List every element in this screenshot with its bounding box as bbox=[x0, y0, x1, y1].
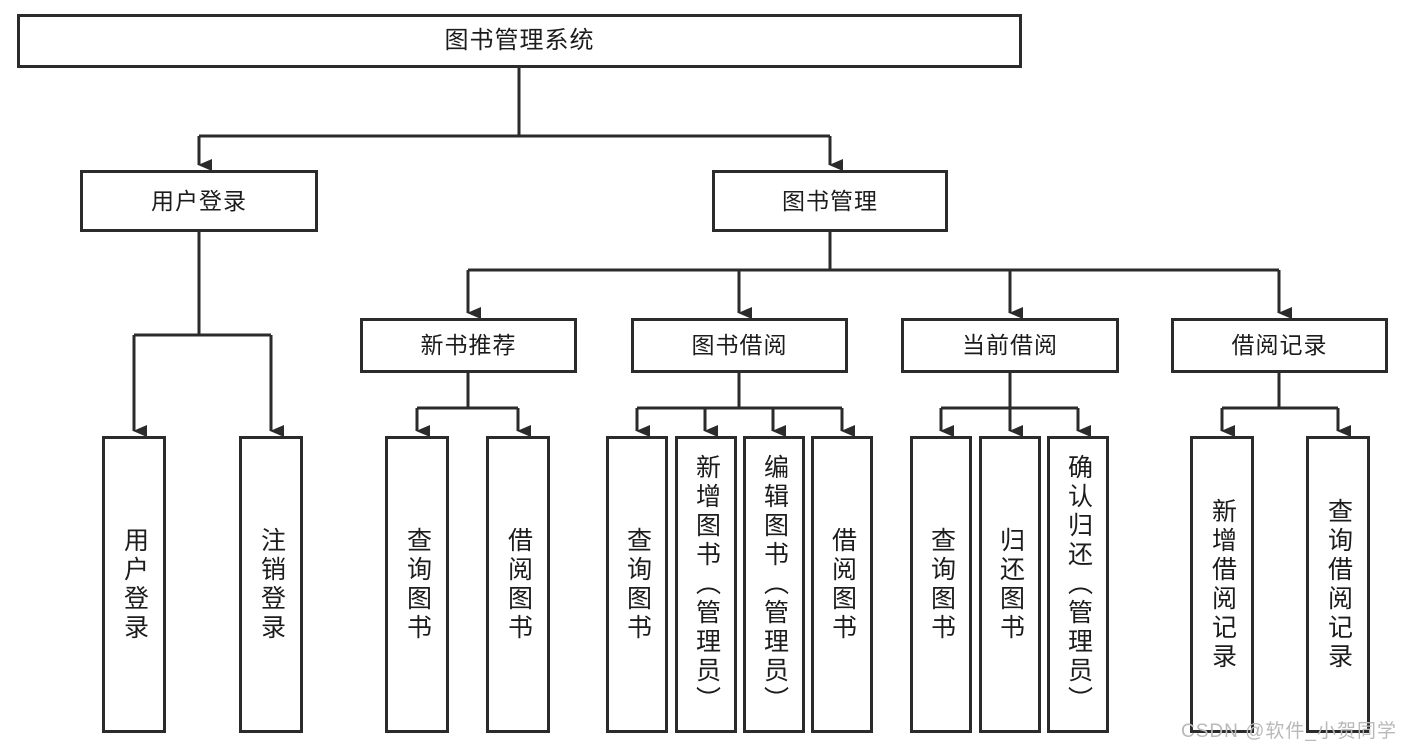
node-leaf-add-book[interactable]: 新增图书（管理员） bbox=[675, 436, 737, 733]
node-leaf-return-book[interactable]: 归还图书 bbox=[979, 436, 1041, 733]
node-leaf-query-record-label: 查询借阅记录 bbox=[1324, 497, 1353, 672]
node-borrow-record[interactable]: 借阅记录 bbox=[1171, 318, 1388, 373]
node-leaf-user-login-label: 用户登录 bbox=[120, 526, 149, 643]
node-leaf-edit-book-label: 编辑图书（管理员） bbox=[760, 454, 789, 715]
node-leaf-add-record-label: 新增借阅记录 bbox=[1208, 497, 1237, 672]
node-book-borrow-label: 图书借阅 bbox=[691, 332, 788, 359]
node-leaf-confirm-return[interactable]: 确认归还（管理员） bbox=[1047, 436, 1109, 733]
node-current-borrow[interactable]: 当前借阅 bbox=[901, 318, 1119, 373]
node-leaf-borrow-book-1[interactable]: 借阅图书 bbox=[486, 436, 550, 733]
node-new-book-recommend[interactable]: 新书推荐 bbox=[360, 318, 577, 373]
node-new-book-recommend-label: 新书推荐 bbox=[420, 332, 517, 359]
node-leaf-query-book-1[interactable]: 查询图书 bbox=[385, 436, 449, 733]
node-user-login[interactable]: 用户登录 bbox=[80, 170, 318, 232]
node-leaf-query-book-3[interactable]: 查询图书 bbox=[910, 436, 972, 733]
node-book-borrow[interactable]: 图书借阅 bbox=[631, 318, 848, 373]
node-current-borrow-label: 当前借阅 bbox=[962, 332, 1058, 359]
node-leaf-edit-book[interactable]: 编辑图书（管理员） bbox=[743, 436, 805, 733]
node-leaf-logout-login[interactable]: 注销登录 bbox=[239, 436, 303, 733]
node-leaf-add-book-label: 新增图书（管理员） bbox=[692, 454, 721, 715]
node-leaf-borrow-book-2-label: 借阅图书 bbox=[828, 526, 857, 643]
node-leaf-borrow-book-1-label: 借阅图书 bbox=[504, 526, 533, 643]
node-leaf-add-record[interactable]: 新增借阅记录 bbox=[1190, 436, 1254, 733]
node-root[interactable]: 图书管理系统 bbox=[17, 14, 1022, 68]
node-leaf-query-book-2-label: 查询图书 bbox=[623, 526, 652, 643]
node-leaf-borrow-book-2[interactable]: 借阅图书 bbox=[811, 436, 873, 733]
node-leaf-return-book-label: 归还图书 bbox=[996, 526, 1025, 643]
node-leaf-confirm-return-label: 确认归还（管理员） bbox=[1064, 454, 1093, 715]
node-leaf-query-book-2[interactable]: 查询图书 bbox=[606, 436, 668, 733]
node-book-manage-label: 图书管理 bbox=[782, 187, 878, 214]
watermark-text: CSDN @软件_小贺同学 bbox=[1181, 721, 1397, 742]
node-leaf-query-record[interactable]: 查询借阅记录 bbox=[1306, 436, 1370, 733]
node-borrow-record-label: 借阅记录 bbox=[1231, 332, 1328, 359]
node-leaf-logout-login-label: 注销登录 bbox=[257, 526, 286, 643]
node-root-label: 图书管理系统 bbox=[444, 27, 595, 55]
node-leaf-user-login[interactable]: 用户登录 bbox=[102, 436, 166, 733]
node-book-manage[interactable]: 图书管理 bbox=[712, 170, 948, 232]
node-leaf-query-book-3-label: 查询图书 bbox=[927, 526, 956, 643]
node-user-login-label: 用户登录 bbox=[151, 187, 247, 214]
node-leaf-query-book-1-label: 查询图书 bbox=[403, 526, 432, 643]
